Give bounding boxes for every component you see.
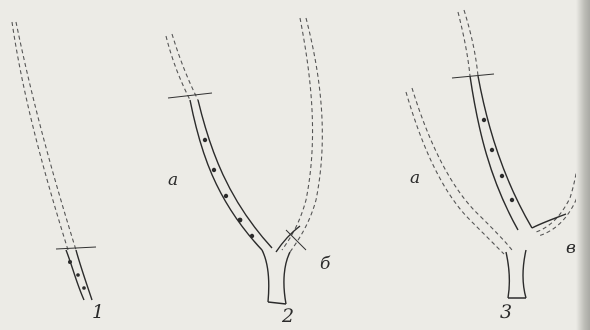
figure-2-fork (166, 18, 322, 304)
figure-2-branch-b-label: б (320, 256, 330, 273)
figure-2-number: 2 (282, 307, 294, 326)
figure-3-branch-a-label: а (410, 170, 420, 187)
figure-1-shoot (12, 22, 96, 300)
figure-3-branch-b-label: в (566, 240, 576, 257)
figure-1-number: 1 (92, 303, 104, 322)
figure-3-fork (406, 10, 587, 298)
cut-mark (168, 93, 212, 98)
cut-mark (452, 74, 494, 78)
figure-2-branch-a-label: а (168, 172, 178, 189)
figure-3-number: 3 (500, 303, 512, 322)
page-edge-shadow (576, 0, 590, 330)
